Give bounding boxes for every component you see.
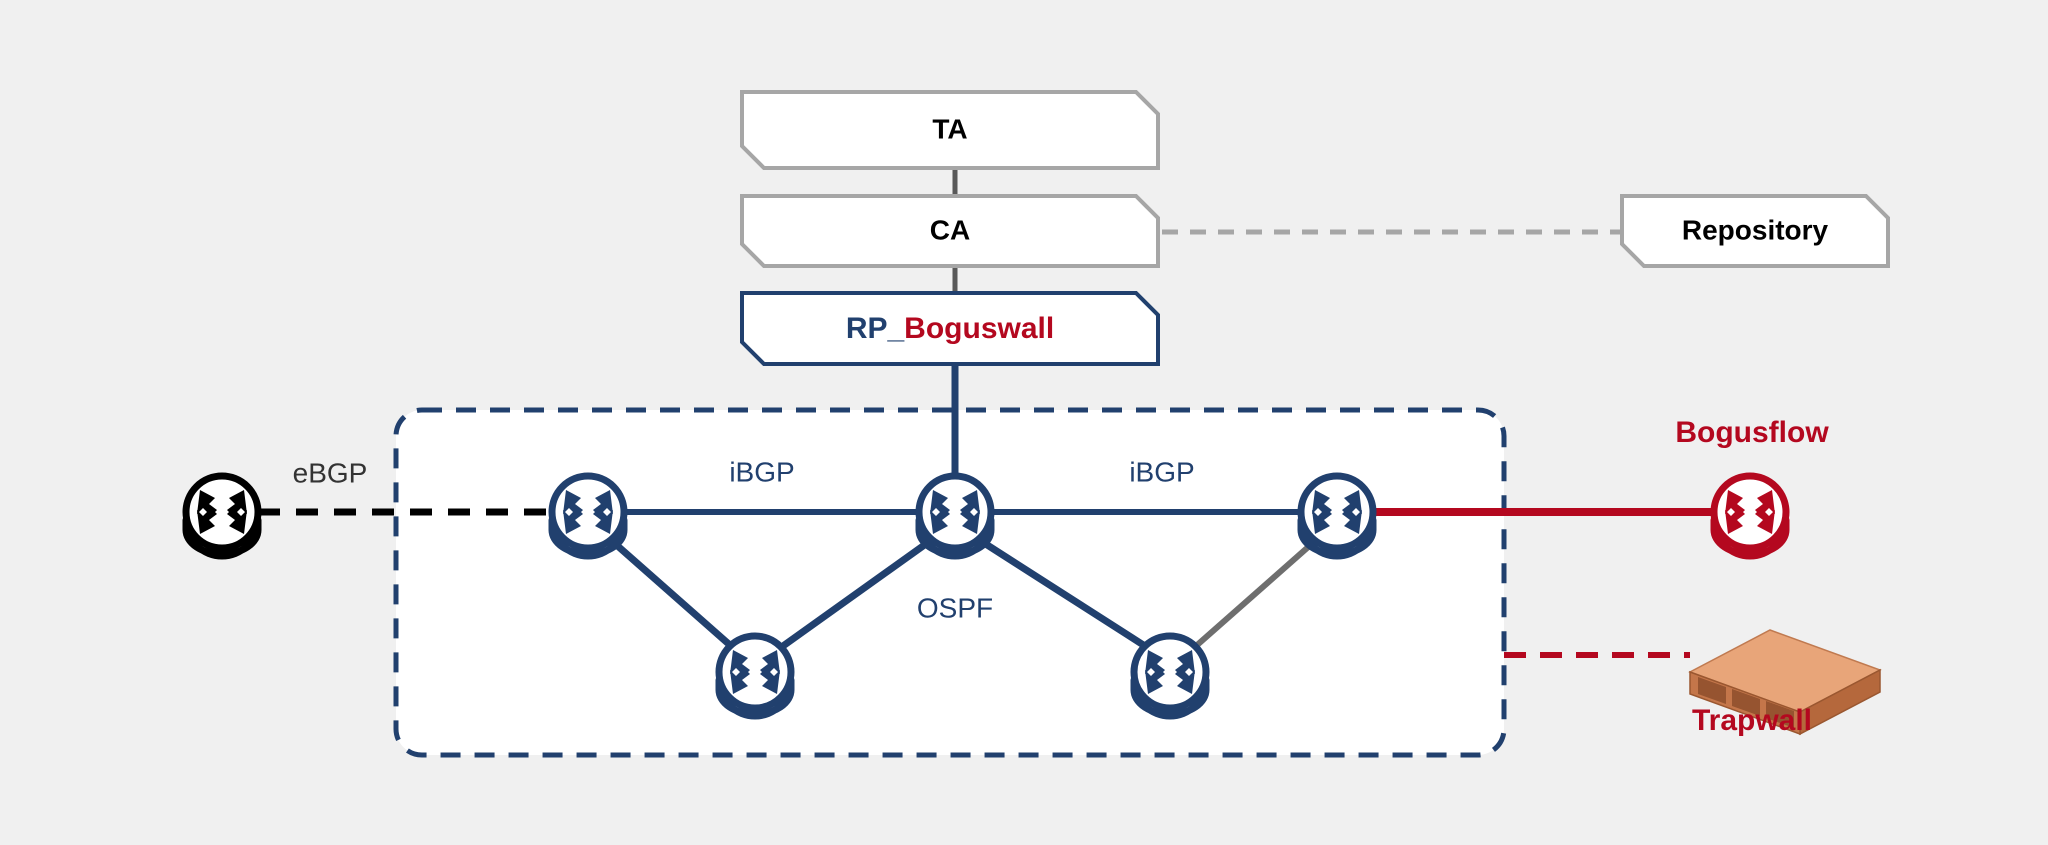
- node-box-repository[interactable]: Repository: [1620, 194, 1890, 268]
- router-access-southwest[interactable]: [719, 636, 791, 716]
- node-box-ca-shape: [740, 194, 1160, 268]
- node-box-rp-boguswall-label: RP_Boguswall: [846, 312, 1054, 345]
- node-box-rp-boguswall[interactable]: RP_Boguswall: [740, 291, 1160, 366]
- router-access-southeast[interactable]: [1134, 636, 1206, 716]
- router-border-west[interactable]: [552, 476, 624, 556]
- node-box-ca-label: CA: [930, 214, 970, 245]
- link-ospf-west: [609, 538, 734, 649]
- link-label-ebgp: eBGP: [293, 457, 368, 488]
- node-box-repository-shape: [1620, 194, 1890, 268]
- router-bogusflow[interactable]: [1714, 476, 1786, 556]
- rp-prefix-text: RP_: [846, 312, 905, 345]
- link-label-ibgp-right: iBGP: [1129, 456, 1194, 487]
- trapwall-port-group-1: [1698, 677, 1726, 704]
- device-label-bogusflow: Bogusflow: [1675, 416, 1829, 449]
- node-box-ta-shape: [740, 90, 1160, 170]
- node-box-ca[interactable]: CA: [740, 194, 1160, 268]
- router-external[interactable]: [186, 476, 258, 556]
- link-ospf-east-gray: [1194, 538, 1317, 649]
- node-box-rp-boguswall-shape: [740, 291, 1160, 366]
- link-label-ospf: OSPF: [917, 592, 993, 623]
- trapwall-port-group-2: [1732, 689, 1760, 716]
- device-label-trapwall: Trapwall: [1692, 704, 1812, 737]
- trapwall-appliance-icon[interactable]: [1688, 629, 1882, 736]
- link-ospf-center-east: [979, 538, 1147, 649]
- node-box-ta-label: TA: [932, 113, 967, 144]
- node-box-ta[interactable]: TA: [740, 90, 1160, 170]
- link-ospf-center-west: [780, 538, 933, 649]
- trapwall-port-group-3: [1766, 701, 1794, 728]
- router-core-center[interactable]: [919, 476, 991, 556]
- router-border-east[interactable]: [1301, 476, 1373, 556]
- node-box-repository-label: Repository: [1682, 214, 1829, 245]
- rp-suffix-text: Boguswall: [904, 312, 1054, 345]
- link-label-ibgp-left: iBGP: [729, 456, 794, 487]
- autonomous-system-boundary: [393, 407, 1507, 758]
